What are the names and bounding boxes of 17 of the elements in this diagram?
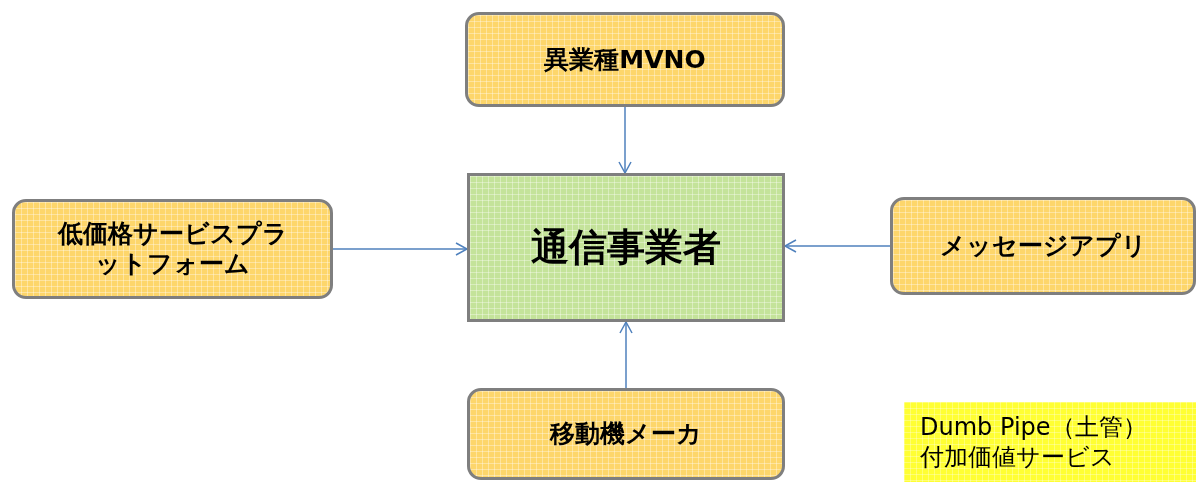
arrow — [332, 242, 468, 256]
partner-box — [890, 197, 1196, 295]
partner-box — [467, 388, 785, 480]
arrow — [619, 321, 633, 389]
box-label: メッセージアプリ — [939, 231, 1147, 261]
partner-box — [465, 12, 785, 107]
box-label: 異業種MVNO — [544, 44, 706, 75]
note-text: Dumb Pipe（土管） — [920, 412, 1147, 442]
note-text: 付加価値サービス — [920, 442, 1115, 472]
partner-box — [12, 199, 333, 299]
arrow — [784, 239, 891, 253]
note-box — [904, 402, 1196, 482]
box-label: 移動機メーカ — [550, 419, 702, 449]
box-label: 通信事業者 — [531, 224, 721, 271]
box-label: 低価格サービスプラットフォーム — [57, 219, 288, 279]
arrow — [618, 106, 632, 174]
carrier-box — [467, 173, 785, 322]
